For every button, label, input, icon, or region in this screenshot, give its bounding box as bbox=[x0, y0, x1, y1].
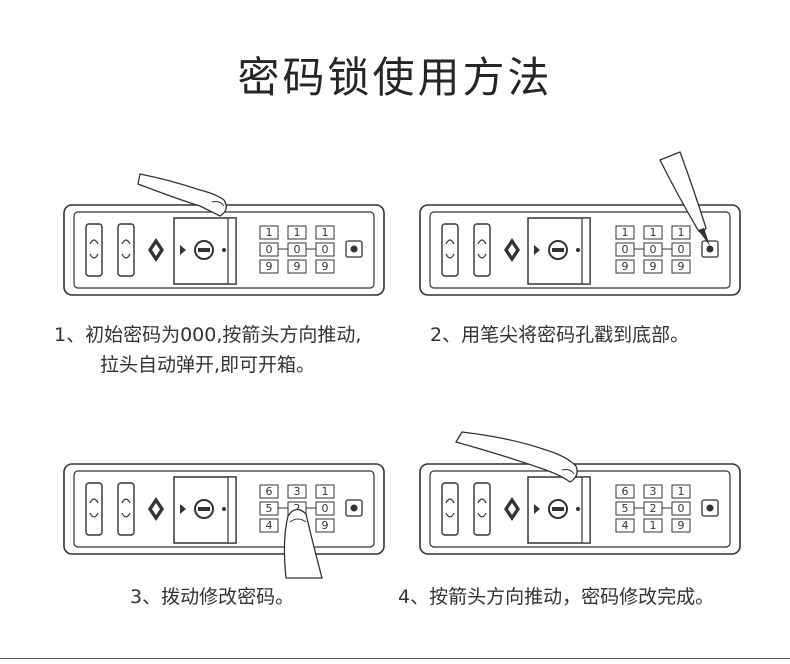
dial-digit: 9 bbox=[322, 519, 329, 532]
dial-digit: 4 bbox=[622, 519, 629, 532]
reset-hole bbox=[345, 240, 363, 258]
key-slider bbox=[173, 476, 237, 544]
dial-digit: 4 bbox=[266, 519, 273, 532]
dial-digit: 0 bbox=[322, 243, 329, 256]
dial-digit: 0 bbox=[650, 243, 657, 256]
dial-digit: 0 bbox=[678, 243, 685, 256]
dial-digit: 2 bbox=[294, 502, 301, 515]
caption-line: 3、拨动修改密码。 bbox=[130, 586, 295, 608]
key-slider bbox=[527, 217, 591, 285]
dial-digit: 9 bbox=[678, 519, 685, 532]
zipper-slot-left bbox=[441, 223, 459, 277]
dial-digit: 2 bbox=[650, 502, 657, 515]
dial-digit: 0 bbox=[622, 243, 629, 256]
dial-digit: 6 bbox=[266, 485, 273, 498]
caption-line: 拉头自动弹开,即可开箱。 bbox=[100, 354, 316, 376]
lock-diagram-step-2: 1 1 1 0 0 0 9 9 9 bbox=[419, 151, 741, 296]
dial-digit: 9 bbox=[622, 260, 629, 273]
finger-illustration bbox=[283, 508, 323, 579]
reset-hole bbox=[701, 240, 719, 258]
dial-digit: 1 bbox=[678, 226, 685, 239]
dial-digit: 9 bbox=[678, 260, 685, 273]
dial-digit: 9 bbox=[294, 260, 301, 273]
dial-digit: 1 bbox=[650, 226, 657, 239]
caption-line: 2、用笔尖将密码孔戳到底部。 bbox=[430, 324, 690, 346]
step-3-caption: 3、拨动修改密码。 bbox=[130, 582, 294, 612]
dial-grid: 6 3 1 5 2 0 4 1 9 bbox=[615, 484, 691, 533]
dial-grid: 1 1 1 0 0 0 9 9 9 bbox=[259, 225, 335, 274]
dial-digit: 6 bbox=[622, 485, 629, 498]
finger-illustration bbox=[137, 173, 227, 217]
dial-grid: 1 1 1 0 0 0 9 9 9 bbox=[615, 225, 691, 274]
page-title: 密码锁使用方法 bbox=[237, 53, 553, 102]
step-4-caption: 4、按箭头方向推动，密码修改完成。 bbox=[398, 582, 714, 612]
key-slider bbox=[173, 217, 237, 285]
zipper-slot-left bbox=[85, 482, 103, 536]
step-1-caption: 1、初始密码为000,按箭头方向推动, 拉头自动弹开,即可开箱。 bbox=[54, 320, 361, 380]
dial-digit: 1 bbox=[322, 485, 329, 498]
dial-digit: 1 bbox=[622, 226, 629, 239]
finger-illustration bbox=[455, 431, 578, 483]
tsa-diamond-icon bbox=[504, 238, 520, 262]
dial-digit: 9 bbox=[322, 260, 329, 273]
tsa-diamond-icon bbox=[504, 497, 520, 521]
dial-digit: 0 bbox=[678, 502, 685, 515]
dial-digit: 9 bbox=[266, 260, 273, 273]
dial-digit: 1 bbox=[678, 485, 685, 498]
lock-diagram-step-4: 6 3 1 5 2 0 4 1 9 bbox=[419, 431, 741, 555]
step-2-caption: 2、用笔尖将密码孔戳到底部。 bbox=[430, 320, 689, 350]
dial-digit: 5 bbox=[622, 502, 629, 515]
reset-hole bbox=[345, 499, 363, 517]
dial-digit: 9 bbox=[650, 260, 657, 273]
lock-diagram-step-3: 6 3 1 5 2 0 4 1 9 bbox=[63, 463, 385, 579]
dial-digit: 0 bbox=[266, 243, 273, 256]
dial-digit: 3 bbox=[650, 485, 657, 498]
zipper-slot-right bbox=[473, 223, 491, 277]
reset-hole bbox=[701, 499, 719, 517]
key-slider bbox=[527, 476, 591, 544]
dial-digit: 1 bbox=[294, 226, 301, 239]
caption-line: 1、初始密码为000,按箭头方向推动, bbox=[54, 324, 362, 346]
zipper-slot-right bbox=[473, 482, 491, 536]
lock-diagram-step-1: 1 1 1 0 0 0 9 9 9 bbox=[63, 173, 385, 296]
tsa-diamond-icon bbox=[148, 238, 164, 262]
dial-digit: 3 bbox=[294, 485, 301, 498]
zipper-slot-right bbox=[117, 482, 135, 536]
bottom-divider bbox=[0, 658, 790, 659]
dial-digit: 1 bbox=[266, 226, 273, 239]
dial-digit: 0 bbox=[322, 502, 329, 515]
zipper-slot-right bbox=[117, 223, 135, 277]
zipper-slot-left bbox=[441, 482, 459, 536]
tsa-diamond-icon bbox=[148, 497, 164, 521]
dial-digit: 5 bbox=[266, 502, 273, 515]
pen-illustration bbox=[659, 151, 710, 246]
caption-line: 4、按箭头方向推动，密码修改完成。 bbox=[398, 586, 715, 608]
dial-digit: 1 bbox=[650, 519, 657, 532]
zipper-slot-left bbox=[85, 223, 103, 277]
dial-digit: 1 bbox=[322, 226, 329, 239]
dial-digit: 0 bbox=[294, 243, 301, 256]
